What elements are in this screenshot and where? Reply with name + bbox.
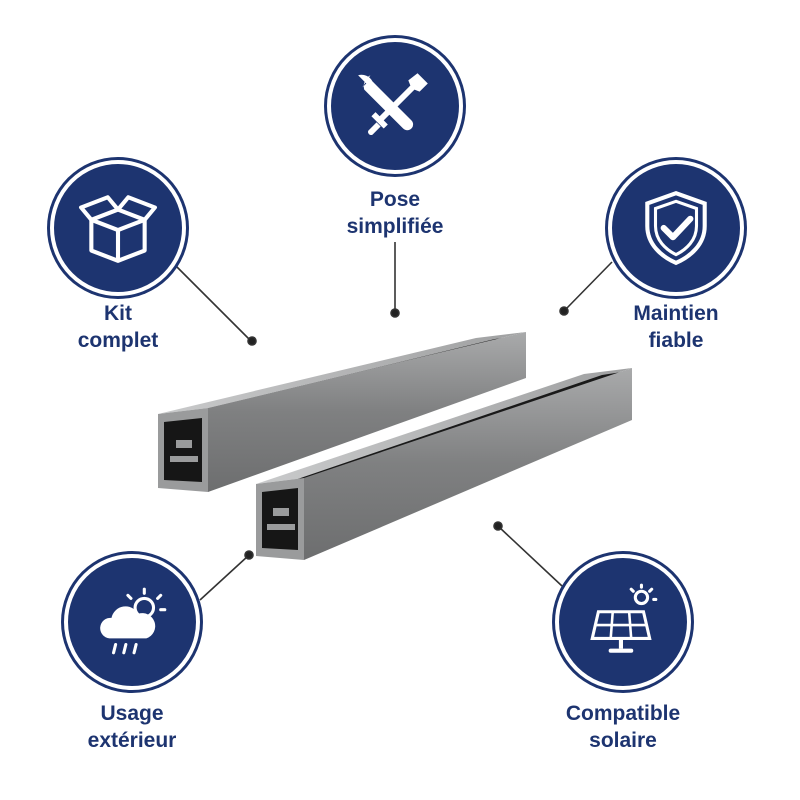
solar-panel-icon (590, 583, 658, 653)
connector-lines (175, 242, 613, 601)
feature-kit-badge (50, 160, 186, 296)
shield-check-icon (645, 190, 707, 266)
cloud-sun-rain-icon (100, 587, 167, 655)
aluminium-rail-front (256, 368, 632, 560)
feature-solaire-badge (555, 554, 691, 690)
feature-usage-badge (64, 554, 200, 690)
tools-icon (358, 73, 428, 136)
feature-maintien-badge (608, 160, 744, 296)
aluminium-rail-back (158, 332, 526, 492)
feature-pose-badge (327, 38, 463, 174)
box-icon (79, 195, 157, 263)
